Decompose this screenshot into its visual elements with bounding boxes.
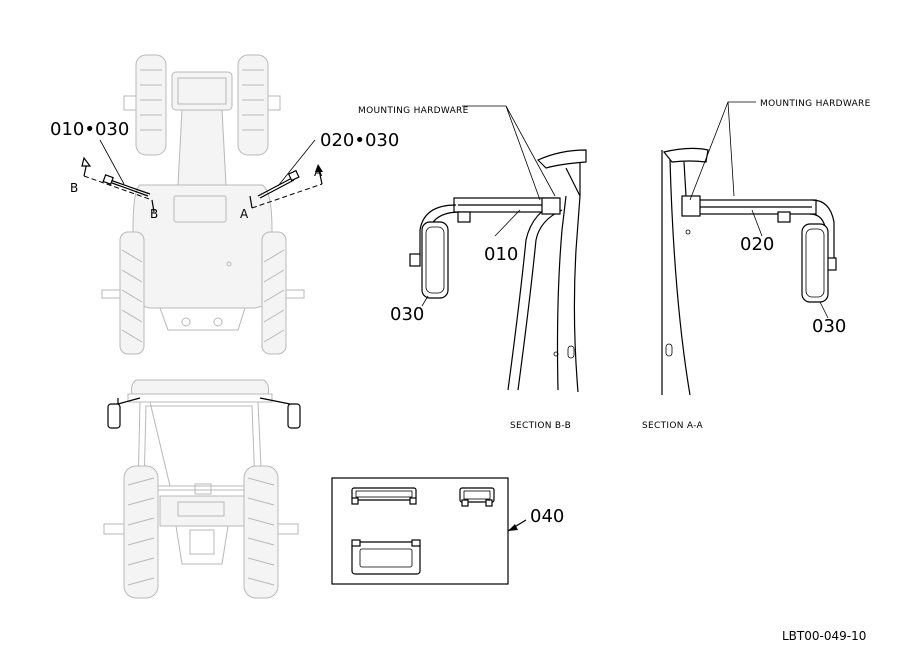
- marker-b-right: B: [150, 207, 158, 221]
- callout-030-left: 030: [390, 304, 424, 325]
- mounting-hardware-left: MOUNTING HARDWARE: [358, 106, 469, 116]
- callout-030-right: 030: [812, 316, 846, 337]
- section-b-b-label: SECTION B-B: [510, 421, 571, 431]
- leader-010-030: [99, 139, 125, 185]
- section-cut-a: [249, 164, 323, 209]
- rear-view-mirror-left: [107, 397, 141, 429]
- section-b-b-view: [409, 149, 587, 393]
- callout-020-030: 020•030: [320, 130, 399, 151]
- leader-030-left: [421, 295, 429, 307]
- top-view-mirror-right: [257, 169, 300, 199]
- callout-040: 040: [530, 506, 564, 527]
- top-view-mirror-left: [102, 174, 151, 197]
- marker-a-left: A: [240, 207, 249, 221]
- mounting-hardware-right: MOUNTING HARDWARE: [760, 99, 871, 109]
- callout-010-030: 010•030: [50, 119, 129, 140]
- tractor-rear-view: [103, 379, 299, 599]
- rear-view-mirror-right: [259, 397, 301, 429]
- marker-b-left: B: [70, 181, 78, 195]
- leader-030-right: [819, 301, 829, 319]
- section-a-a-label: SECTION A-A: [642, 421, 704, 431]
- section-a-a-view: [661, 147, 837, 396]
- leader-hardware-right: [689, 101, 756, 201]
- leader-hardware-left: [462, 105, 556, 201]
- leader-010: [494, 209, 521, 237]
- drawing-code: LBT00-049-10: [782, 629, 866, 643]
- tractor-top-view: [101, 54, 305, 355]
- part-040-box: [331, 477, 509, 585]
- arrow-040: [508, 524, 518, 531]
- callout-010: 010: [484, 244, 518, 265]
- leader-020: [751, 209, 763, 237]
- section-cut-b: [81, 156, 155, 213]
- leader-020-030: [277, 139, 316, 187]
- marker-a-right: A: [314, 165, 323, 179]
- callout-020: 020: [740, 234, 774, 255]
